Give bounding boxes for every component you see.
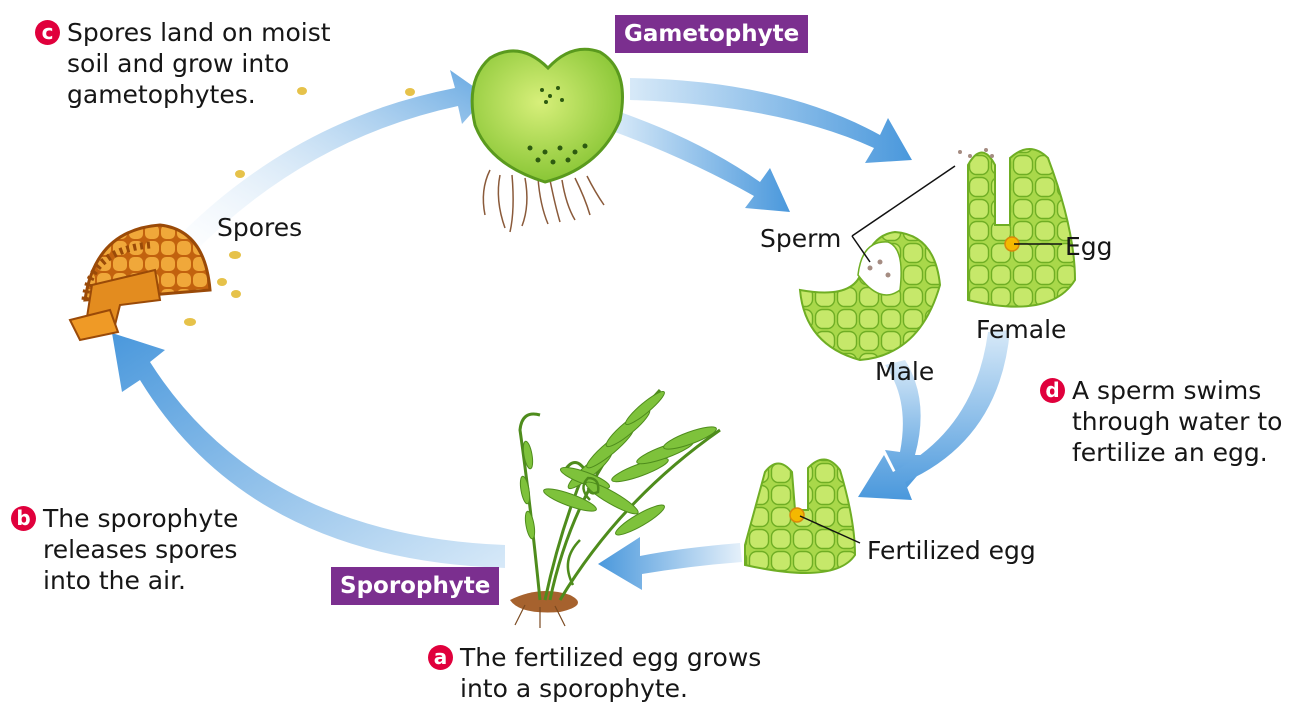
step-b-line-1: The sporophyte	[43, 503, 238, 534]
step-c-line-3: gametophytes.	[67, 79, 331, 110]
step-b-line-2: releases spores	[43, 534, 238, 565]
step-a-caption: a The fertilized egg grows into a sporop…	[428, 642, 761, 704]
sperm-label: Sperm	[760, 223, 841, 254]
sporophyte-fern-illustration	[510, 388, 720, 628]
male-label: Male	[875, 356, 934, 387]
female-archegonium-illustration	[958, 148, 1075, 307]
arrow-gametophyte-to-male	[615, 112, 790, 212]
arrow-fertilized-to-sporophyte	[598, 537, 742, 590]
step-b-caption: b The sporophyte releases spores into th…	[11, 503, 238, 596]
spores-label: Spores	[217, 212, 302, 243]
gametophyte-label: Gametophyte	[615, 15, 808, 53]
female-label: Female	[976, 314, 1066, 345]
step-b-badge: b	[11, 506, 36, 531]
step-a-line-2: into a sporophyte.	[460, 673, 761, 704]
step-d-line-1: A sperm swims	[1072, 375, 1282, 406]
gametophyte-illustration	[472, 49, 622, 232]
step-c-badge: c	[35, 20, 60, 45]
step-d-line-2: through water to	[1072, 406, 1282, 437]
step-d-caption: d A sperm swims through water to fertili…	[1040, 375, 1282, 468]
step-c-line-2: soil and grow into	[67, 48, 331, 79]
step-a-line-1: The fertilized egg grows	[460, 642, 761, 673]
sperm-leader-line	[852, 166, 955, 236]
step-c-caption: c Spores land on moist soil and grow int…	[35, 17, 331, 110]
step-d-badge: d	[1040, 378, 1065, 403]
step-c-line-1: Spores land on moist	[67, 17, 331, 48]
step-a-badge: a	[428, 645, 453, 670]
egg-label: Egg	[1065, 231, 1113, 262]
sporophyte-label: Sporophyte	[331, 567, 499, 605]
step-d-line-3: fertilize an egg.	[1072, 437, 1282, 468]
step-b-line-3: into the air.	[43, 565, 238, 596]
fertilized-egg-label: Fertilized egg	[867, 535, 1036, 566]
